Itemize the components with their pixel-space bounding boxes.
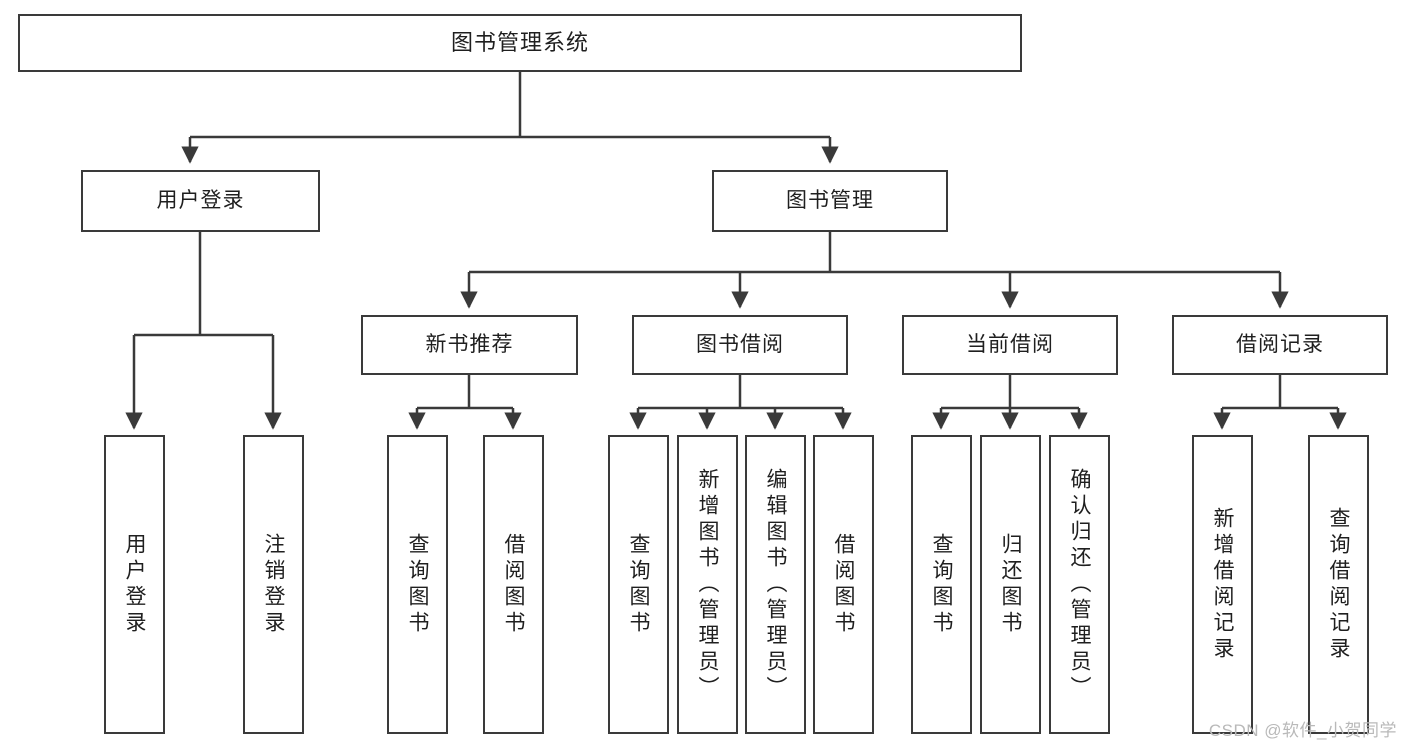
node-root-system[interactable]: 图书管理系统 [18, 14, 1022, 72]
node-current-borrow[interactable]: 当前借阅 [902, 315, 1118, 375]
node-label: 借阅记录 [1236, 332, 1324, 356]
leaf-borrow-borrow-book[interactable]: 借阅图书 [813, 435, 874, 734]
node-label: 图书借阅 [696, 332, 784, 356]
node-label: 新书推荐 [425, 332, 514, 356]
leaf-borrow-edit-book[interactable]: 编辑图书（管理员） [745, 435, 806, 734]
leaf-label: 借阅图书 [502, 532, 525, 637]
node-label: 用户登录 [156, 188, 245, 212]
leaf-label: 查询图书 [406, 532, 429, 637]
leaf-current-return-book[interactable]: 归还图书 [980, 435, 1041, 734]
node-book-management[interactable]: 图书管理 [712, 170, 948, 232]
leaf-label: 借阅图书 [832, 532, 855, 637]
leaf-label: 用户登录 [123, 532, 146, 637]
watermark: CSDN @软件_小贺同学 [1208, 721, 1397, 740]
leaf-current-confirm-return[interactable]: 确认归还（管理员） [1049, 435, 1110, 734]
leaf-new-book-query[interactable]: 查询图书 [387, 435, 448, 734]
leaf-label: 新增图书（管理员） [696, 467, 719, 702]
leaf-label: 注销登录 [262, 532, 285, 637]
leaf-borrow-add-book[interactable]: 新增图书（管理员） [677, 435, 738, 734]
node-user-login[interactable]: 用户登录 [81, 170, 320, 232]
leaf-user-login-signout[interactable]: 注销登录 [243, 435, 304, 734]
leaf-label: 归还图书 [999, 532, 1022, 637]
leaf-label: 查询图书 [930, 532, 953, 637]
leaf-records-add[interactable]: 新增借阅记录 [1192, 435, 1253, 734]
node-label: 图书管理系统 [450, 30, 589, 56]
leaf-user-login-signin[interactable]: 用户登录 [104, 435, 165, 734]
leaf-label: 查询借阅记录 [1327, 506, 1350, 663]
node-new-book-recommend[interactable]: 新书推荐 [361, 315, 578, 375]
leaf-borrow-query-book[interactable]: 查询图书 [608, 435, 669, 734]
node-book-borrow[interactable]: 图书借阅 [632, 315, 848, 375]
node-label: 当前借阅 [966, 332, 1054, 356]
leaf-new-book-borrow[interactable]: 借阅图书 [483, 435, 544, 734]
leaf-label: 查询图书 [627, 532, 650, 637]
leaf-records-query[interactable]: 查询借阅记录 [1308, 435, 1369, 734]
leaf-label: 编辑图书（管理员） [764, 467, 787, 702]
leaf-current-query-book[interactable]: 查询图书 [911, 435, 972, 734]
leaf-label: 新增借阅记录 [1211, 506, 1234, 663]
node-borrow-records[interactable]: 借阅记录 [1172, 315, 1388, 375]
leaf-label: 确认归还（管理员） [1068, 467, 1091, 702]
node-label: 图书管理 [786, 188, 874, 212]
